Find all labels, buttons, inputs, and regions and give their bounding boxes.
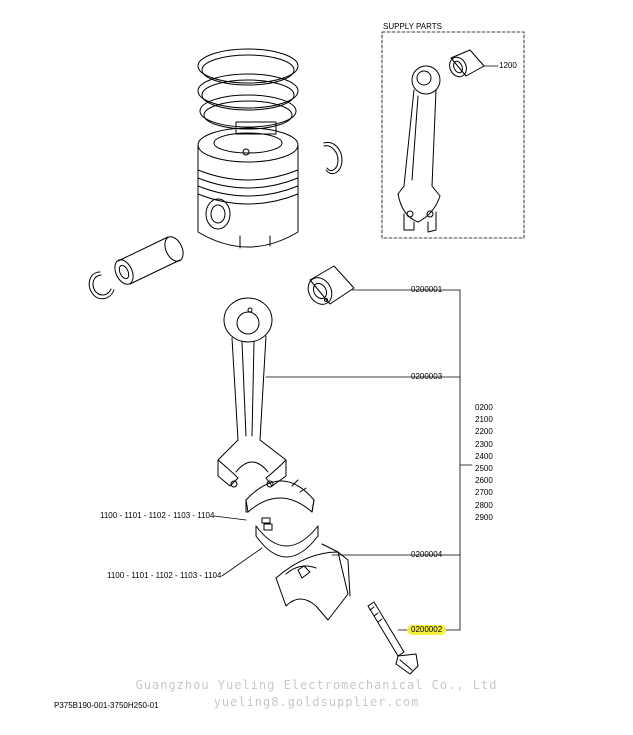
piston-rings	[197, 48, 299, 130]
connecting-rod-cap	[275, 543, 351, 621]
supply-parts-ref-label: 1200	[499, 61, 517, 70]
snap-ring-right	[323, 141, 343, 175]
supply-parts-title: SUPPLY PARTS	[383, 22, 442, 31]
bearing-shell-lower	[255, 523, 319, 558]
variant-code: 2500	[475, 464, 493, 474]
variant-codes-list: 0200 2100 2200 2300 2400 2500 2600 2700 …	[475, 402, 493, 524]
supply-bushing	[449, 49, 499, 78]
variant-code: 2300	[475, 439, 493, 449]
variant-code: 2200	[475, 427, 493, 437]
snap-ring-left	[88, 271, 115, 300]
callout-cap: 0200004	[411, 550, 443, 559]
variant-code: 2800	[475, 500, 493, 510]
variant-code: 2400	[475, 451, 493, 461]
callout-bolt: 0200002	[407, 625, 447, 635]
watermark-line2: yueling8.goldsupplier.com	[213, 695, 420, 709]
connecting-rod	[217, 297, 287, 488]
variant-code: 2700	[475, 488, 493, 498]
variant-code: 2100	[475, 415, 493, 425]
small-end-bushing	[307, 265, 355, 305]
connecting-rod-bolt	[367, 601, 419, 675]
variant-code: 2900	[475, 512, 493, 522]
variant-code: 0200	[475, 403, 493, 412]
callout-rod: 0200003	[411, 372, 443, 381]
piston	[197, 121, 299, 249]
piston-pin	[114, 236, 184, 285]
callout-bearing-lower: 1100 - 1101 - 1102 - 1103 - 1104	[107, 571, 222, 580]
bearing-shell-upper	[245, 479, 315, 524]
variant-code: 2600	[475, 476, 493, 486]
callout-bushing: 0200001	[411, 285, 443, 294]
leader-lines	[213, 289, 473, 631]
supply-parts-box	[381, 31, 525, 239]
watermark-line1: Guangzhou Yueling Electromechanical Co.,…	[135, 678, 498, 692]
callout-bearing-upper: 1100 - 1101 - 1102 - 1103 - 1104	[100, 511, 215, 520]
supply-connecting-rod	[397, 65, 441, 233]
footer-part-number: P375B190-001-3750H250-01	[54, 701, 159, 710]
